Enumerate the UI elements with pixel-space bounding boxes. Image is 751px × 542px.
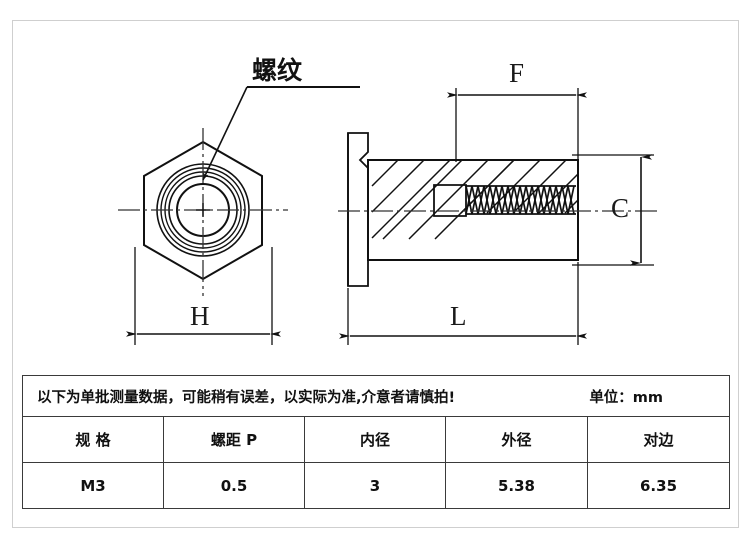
table-row: M3 0.5 3 5.38 6.35 — [22, 462, 731, 509]
dimension-label-C: C — [611, 193, 630, 223]
column-header-outer-diameter: 外径 — [445, 416, 588, 463]
hex-end-view — [118, 128, 288, 296]
dimension-label-H: H — [190, 301, 210, 331]
column-header-pitch: 螺距 P — [163, 416, 305, 463]
cell-pitch: 0.5 — [163, 462, 305, 509]
engineering-drawing-svg — [118, 86, 660, 345]
cell-spec: M3 — [22, 462, 164, 509]
dimension-label-L: L — [450, 301, 467, 331]
table-header-row: 规 格 螺距 P 内径 外径 对边 — [22, 416, 731, 463]
thread-callout-label: 螺纹 — [252, 56, 303, 85]
page-border — [12, 20, 739, 528]
table-note-row: 以下为单批测量数据，可能稍有误差，以实际为准,介意者请慎拍! 单位：mm — [21, 375, 731, 417]
measurement-note: 以下为单批测量数据，可能稍有误差，以实际为准,介意者请慎拍! — [37, 389, 456, 406]
column-header-across-flats: 对边 — [586, 416, 731, 463]
dimension-H — [126, 247, 281, 345]
cell-across-flats: 6.35 — [586, 462, 731, 509]
section-side-view — [338, 132, 660, 287]
drawing-area: 螺纹 H F C L — [118, 56, 660, 345]
column-header-inner-diameter: 内径 — [304, 416, 446, 463]
specification-table: 以下为单批测量数据，可能稍有误差，以实际为准,介意者请慎拍! 单位：mm 规 格… — [21, 375, 731, 509]
dimension-L — [339, 262, 587, 345]
dimension-F — [447, 88, 587, 162]
dimension-C — [572, 154, 654, 266]
cell-outer-diameter: 5.38 — [445, 462, 588, 509]
table-note-cell: 以下为单批测量数据，可能稍有误差，以实际为准,介意者请慎拍! 单位：mm — [21, 375, 731, 417]
column-header-spec: 规 格 — [22, 416, 164, 463]
thread-callout-leader — [202, 86, 360, 181]
unit-note: 单位：mm — [589, 389, 664, 406]
internal-thread-profile — [465, 185, 576, 215]
cell-inner-diameter: 3 — [304, 462, 446, 509]
dimension-label-F: F — [509, 58, 525, 88]
